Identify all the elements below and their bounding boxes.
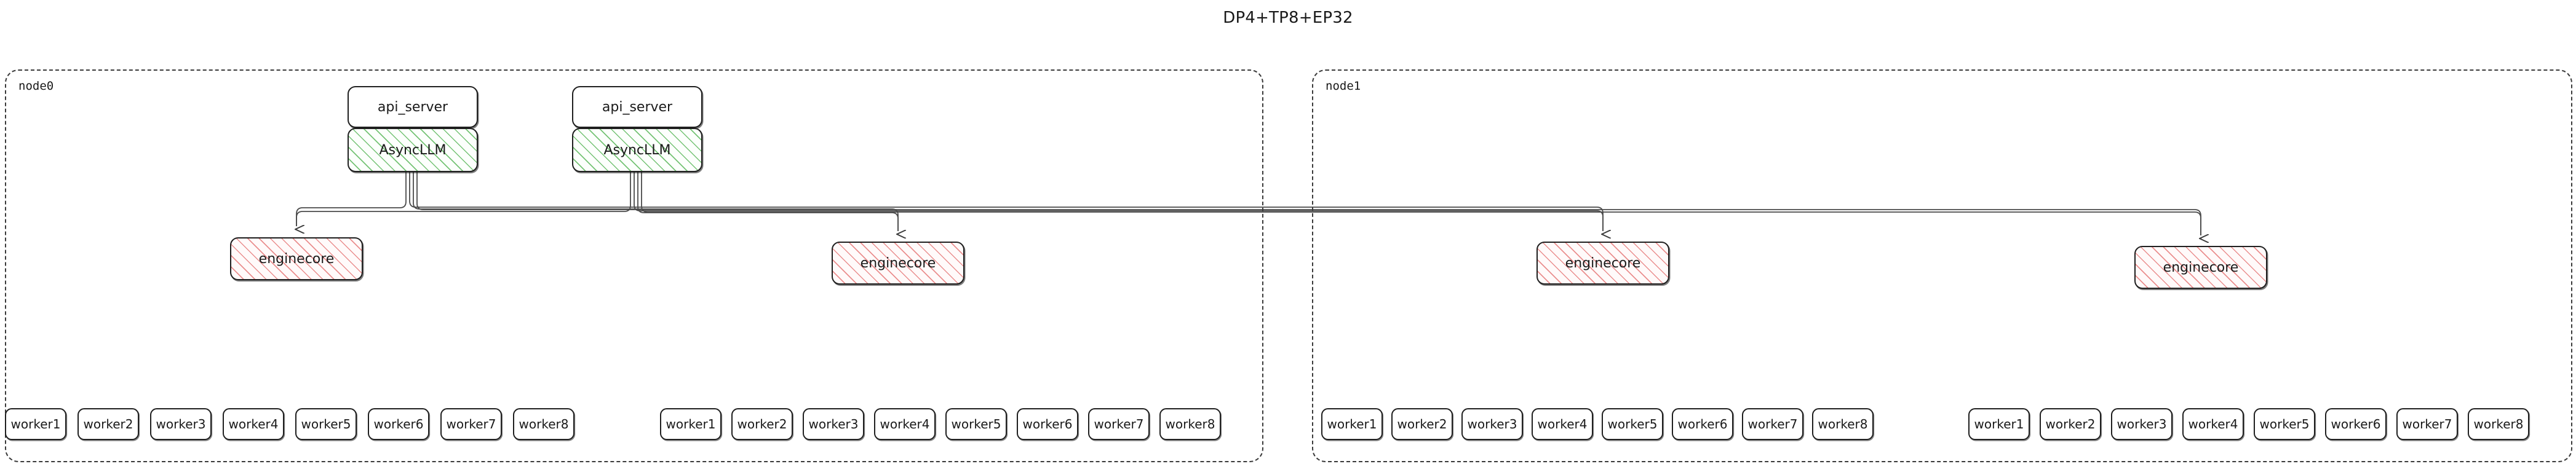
worker-box[interactable]: worker1 <box>1968 408 2030 440</box>
api-server-box[interactable]: api_server <box>348 86 478 128</box>
worker-box[interactable]: worker7 <box>1088 408 1150 440</box>
enginecore-box[interactable]: enginecore <box>2134 246 2267 289</box>
worker-box[interactable]: worker2 <box>1391 408 1453 440</box>
worker-box[interactable]: worker5 <box>2254 408 2315 440</box>
worker-box[interactable]: worker5 <box>1602 408 1663 440</box>
worker-box[interactable]: worker7 <box>1742 408 1803 440</box>
worker-box[interactable]: worker1 <box>1321 408 1383 440</box>
worker-box[interactable]: worker1 <box>660 408 722 440</box>
worker-box[interactable]: worker3 <box>803 408 864 440</box>
asyncllm-box[interactable]: AsyncLLM <box>572 128 702 172</box>
worker-box[interactable]: worker3 <box>1461 408 1523 440</box>
worker-box[interactable]: worker6 <box>2325 408 2387 440</box>
worker-box[interactable]: worker2 <box>2040 408 2101 440</box>
cluster-node0 <box>5 69 1263 462</box>
cluster-node1 <box>1312 69 2572 462</box>
worker-box[interactable]: worker5 <box>295 408 357 440</box>
asyncllm-box[interactable]: AsyncLLM <box>348 128 478 172</box>
worker-box[interactable]: worker6 <box>1672 408 1733 440</box>
cluster-label-node1: node1 <box>1326 79 1361 93</box>
worker-box[interactable]: worker8 <box>1812 408 1874 440</box>
cluster-label-node0: node0 <box>18 79 54 93</box>
worker-box[interactable]: worker8 <box>2468 408 2529 440</box>
worker-box[interactable]: worker3 <box>2111 408 2173 440</box>
enginecore-box[interactable]: enginecore <box>1536 242 1669 285</box>
worker-box[interactable]: worker4 <box>223 408 284 440</box>
worker-box[interactable]: worker5 <box>945 408 1007 440</box>
worker-box[interactable]: worker4 <box>874 408 936 440</box>
worker-box[interactable]: worker8 <box>1159 408 1221 440</box>
worker-box[interactable]: worker4 <box>2182 408 2244 440</box>
worker-box[interactable]: worker7 <box>440 408 502 440</box>
worker-box[interactable]: worker4 <box>1532 408 1593 440</box>
page-title: DP4+TP8+EP32 <box>1223 9 1353 27</box>
enginecore-box[interactable]: enginecore <box>230 237 363 280</box>
worker-box[interactable]: worker8 <box>513 408 574 440</box>
worker-box[interactable]: worker6 <box>368 408 429 440</box>
worker-box[interactable]: worker2 <box>78 408 139 440</box>
api-server-box[interactable]: api_server <box>572 86 702 128</box>
worker-box[interactable]: worker3 <box>150 408 212 440</box>
worker-box[interactable]: worker7 <box>2396 408 2458 440</box>
enginecore-box[interactable]: enginecore <box>832 242 964 285</box>
worker-box[interactable]: worker1 <box>5 408 66 440</box>
worker-box[interactable]: worker2 <box>731 408 793 440</box>
worker-box[interactable]: worker6 <box>1017 408 1078 440</box>
